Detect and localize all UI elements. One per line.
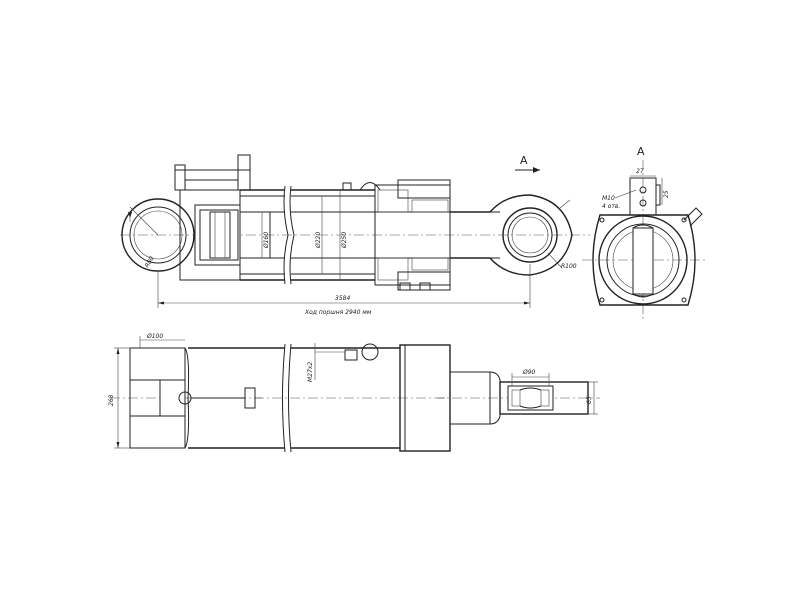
rod-eye-outer: [502, 207, 558, 263]
dim-pin-90: Ø90: [522, 369, 536, 376]
rod-eye-side: [499, 381, 589, 415]
gland-outline: [374, 184, 451, 286]
dim-bore-diameter: Ø220: [315, 232, 322, 249]
view-a: A 27 25 M10 4 отв.: [582, 145, 705, 320]
dim-port-thread: M27x2: [307, 362, 314, 382]
view-title: A: [637, 145, 645, 158]
rod-eye-outline: [450, 194, 573, 276]
side-view: Ø100 268 M27x2: [108, 333, 600, 453]
section-view: Ø160 Ø220 Ø250 R100 R80 3584 Ход поршня …: [120, 154, 590, 316]
view-a-body: [592, 214, 696, 306]
holes-count: 4 отв.: [602, 203, 620, 210]
dim-27: 27: [636, 168, 644, 175]
cap-eye-inner: [129, 206, 187, 264]
dim-stroke: Ход поршня 2940 мм: [304, 309, 372, 316]
dim-rod-diameter: Ø160: [263, 232, 270, 249]
gland-nut-top: [397, 179, 451, 199]
cap-eye-outer: [121, 198, 195, 272]
section-marker: A: [520, 154, 528, 167]
dim-25: 25: [663, 190, 670, 198]
rod-side: [449, 371, 491, 425]
rod-eye-inner: [507, 212, 553, 258]
dim-bottom-pin: Ø100: [146, 333, 163, 340]
view-a-outer-circle: [598, 215, 688, 305]
dim-cap-end-radius: R80: [144, 255, 156, 269]
dim-height: 268: [108, 394, 115, 406]
cap-eye-bore: [133, 210, 183, 260]
view-a-lug: [632, 227, 654, 295]
gland-nut-bottom: [397, 271, 451, 291]
dim-rod-end-radius: R100: [561, 263, 577, 270]
view-a-inner-circle: [606, 223, 680, 297]
piston: [199, 209, 239, 261]
dim-overall-length: 3584: [335, 295, 350, 302]
dim-width-65: 65: [586, 396, 593, 404]
thread-m10: M10: [602, 195, 615, 202]
dim-outer-diameter: Ø250: [341, 232, 348, 249]
